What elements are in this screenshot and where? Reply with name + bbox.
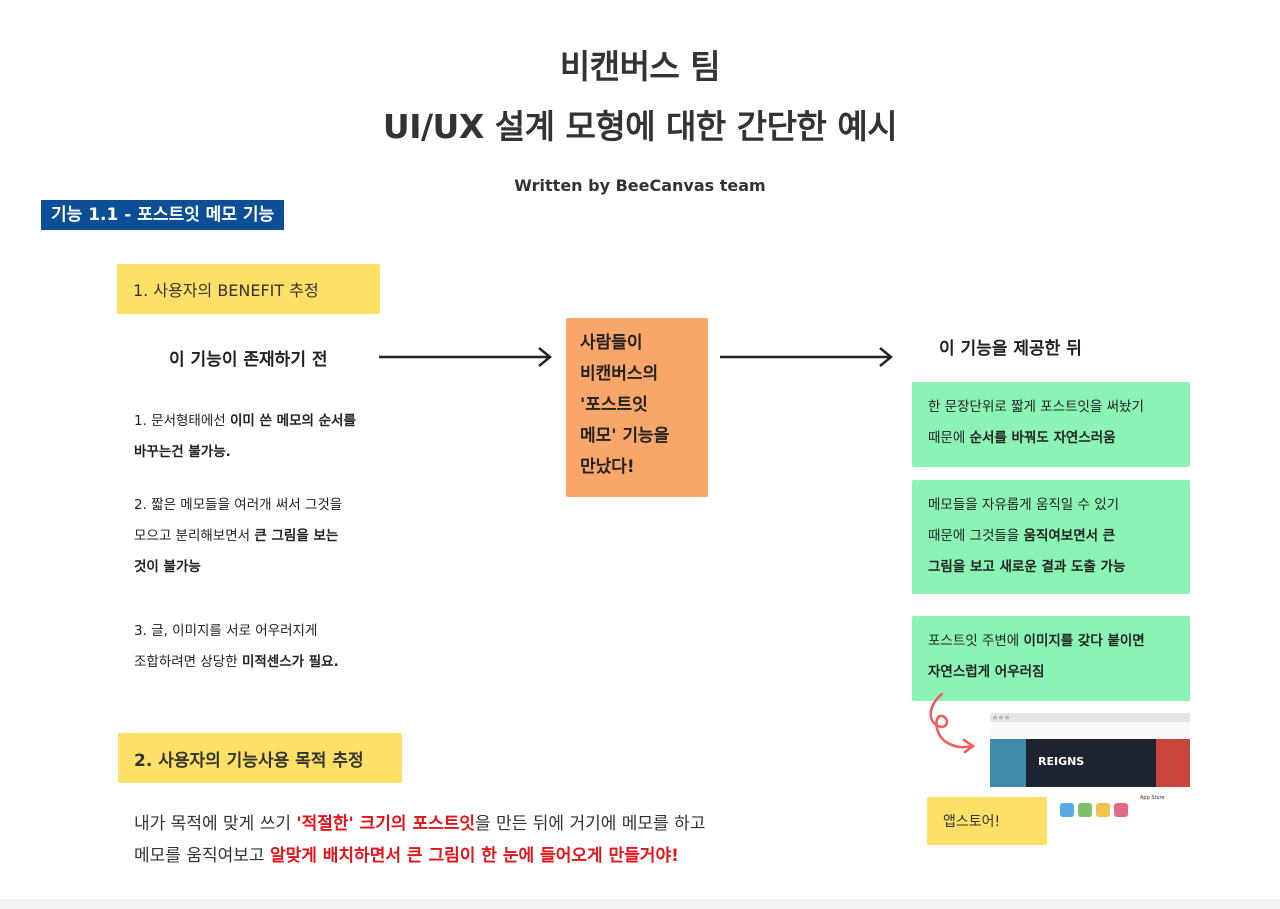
after-card-3[interactable]: 포스트잇 주변에 이미지를 갖다 붙이면 자연스럽게 어우러짐 bbox=[912, 616, 1190, 701]
appstore-banner-text: REIGNS bbox=[1038, 755, 1084, 768]
appstore-note-label: 앱스토어! bbox=[943, 814, 1001, 830]
bottom-bar bbox=[0, 899, 1280, 909]
byline: Written by BeeCanvas team bbox=[514, 176, 766, 195]
after-card-2[interactable]: 메모들을 자유롭게 움직일 수 있기 때문에 그것들을 움직여보면서 큰 그림을… bbox=[912, 480, 1190, 594]
benefit-sticky-note[interactable]: 1. 사용자의 BENEFIT 추정 bbox=[117, 264, 380, 314]
usage-sticky-note[interactable]: 2. 사용자의 기능사용 목적 추정 bbox=[118, 733, 402, 783]
after-card-1[interactable]: 한 문장단위로 짧게 포스트잇을 써놨기 때문에 순서를 바꿔도 자연스러움 bbox=[912, 382, 1190, 467]
page-title-line2: UI/UX 설계 모형에 대한 간단한 예시 bbox=[382, 107, 898, 146]
appstore-screenshot: REIGNS App Store bbox=[990, 713, 1190, 845]
before-item-2: 2. 짧은 메모들을 여러개 써서 그것을 모으고 분리해보면서 큰 그림을 보… bbox=[134, 497, 343, 575]
appstore-label: App Store bbox=[1140, 795, 1165, 801]
benefit-label: 1. 사용자의 BENEFIT 추정 bbox=[133, 281, 319, 300]
usage-description: 내가 목적에 맞게 쓰기 '적절한' 크기의 포스트잇을 만든 뒤에 거기에 메… bbox=[134, 814, 706, 866]
before-title: 이 기능이 존재하기 전 bbox=[169, 350, 328, 370]
curved-arrow-icon bbox=[929, 692, 976, 754]
arrow-right-icon bbox=[379, 347, 552, 367]
page-title-line1: 비캔버스 팀 bbox=[559, 47, 721, 86]
section-tag: 기능 1.1 - 포스트잇 메모 기능 bbox=[41, 200, 285, 230]
before-item-3: 3. 글, 이미지를 서로 어우러지게 조합하려면 상당한 미적센스가 필요. bbox=[134, 623, 339, 670]
usage-label: 2. 사용자의 기능사용 목적 추정 bbox=[134, 750, 364, 771]
after-title: 이 기능을 제공한 뒤 bbox=[939, 339, 1082, 359]
center-sticky-note[interactable]: 사람들이 비캔버스의 '포스트잇 메모' 기능을 만났다! bbox=[566, 318, 708, 497]
arrow-right-icon bbox=[720, 347, 893, 367]
before-item-1: 1. 문서형태에선 이미 쓴 메모의 순서를 바꾸는건 불가능. bbox=[134, 413, 356, 460]
appstore-sticky-note[interactable]: 앱스토어! bbox=[927, 797, 1047, 845]
